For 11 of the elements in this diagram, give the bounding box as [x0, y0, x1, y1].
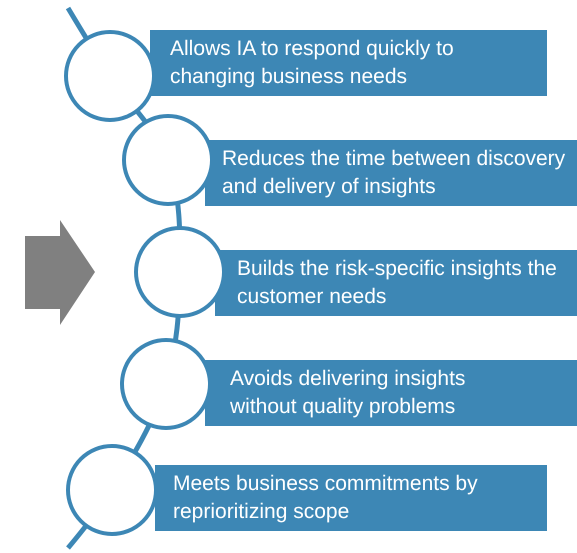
banner-text: Allows IA to respond quickly to changing business needs	[170, 36, 455, 90]
banner-text: Avoids delivering insights without quality problems	[230, 366, 466, 420]
text-banner	[205, 140, 577, 206]
text-banner	[150, 30, 547, 96]
text-banner	[205, 360, 577, 426]
text-banner	[155, 465, 547, 531]
banner-text: Meets business commitments by reprioritizing scope	[173, 471, 479, 525]
circle-marker	[66, 444, 158, 536]
banner-text: Reduces the time between discovery and delivery of insights	[222, 146, 566, 200]
banner-text: Builds the risk-specific insights the customer needs	[237, 256, 558, 310]
text-banner	[215, 250, 577, 316]
